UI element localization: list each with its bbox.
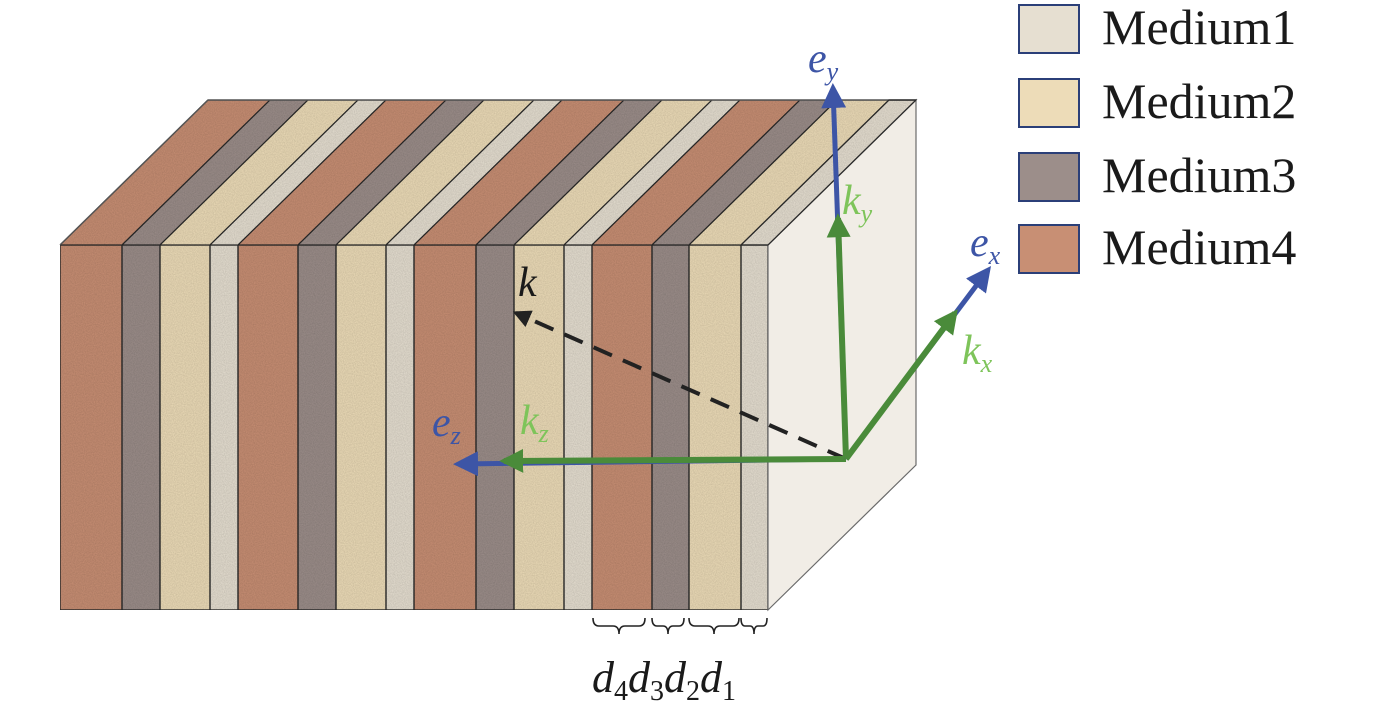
slab-medium3 bbox=[475, 244, 515, 611]
legend-label-medium1: Medium1 bbox=[1102, 0, 1297, 55]
slab-medium3 bbox=[651, 244, 690, 611]
top-edge bbox=[739, 99, 918, 246]
legend-item-medium3: Medium3 bbox=[1018, 147, 1358, 218]
legend-item-medium1: Medium1 bbox=[1018, 0, 1358, 70]
legend-item-medium4: Medium4 bbox=[1018, 219, 1358, 290]
d1-label: d1 bbox=[700, 653, 736, 707]
legend-swatch-medium3 bbox=[1018, 152, 1080, 202]
slab-medium3 bbox=[121, 244, 161, 611]
legend-label-medium2: Medium2 bbox=[1102, 73, 1297, 129]
kz-vector bbox=[499, 448, 847, 473]
brace-d4 bbox=[592, 617, 646, 635]
slab-medium3 bbox=[297, 244, 337, 611]
k-vector bbox=[512, 310, 847, 461]
block-outline bbox=[59, 99, 916, 246]
slab-medium2 bbox=[688, 244, 742, 611]
block-front-face bbox=[59, 99, 916, 611]
thickness-labels: d4d3d2d1 bbox=[592, 652, 736, 708]
thickness-braces bbox=[592, 617, 768, 635]
vectors bbox=[453, 83, 992, 477]
slab-medium2 bbox=[513, 244, 565, 611]
block-top-face bbox=[58, 99, 918, 246]
legend-item-medium2: Medium2 bbox=[1018, 73, 1358, 144]
brace-d1 bbox=[740, 617, 768, 635]
slab-medium4 bbox=[591, 244, 653, 611]
ky-vector bbox=[826, 213, 851, 460]
slab-medium1 bbox=[563, 244, 593, 611]
slab-medium2 bbox=[335, 244, 387, 611]
slab-medium1 bbox=[385, 244, 415, 611]
kz-label: kz bbox=[520, 398, 549, 448]
slab-medium1 bbox=[740, 244, 769, 611]
ky-label: ky bbox=[842, 178, 873, 228]
slab-medium1 bbox=[209, 244, 239, 611]
k-label: k bbox=[518, 260, 537, 306]
slab-medium4 bbox=[59, 244, 123, 611]
ey-label: ey bbox=[808, 36, 839, 86]
legend-label-medium3: Medium3 bbox=[1102, 147, 1297, 203]
legend-label-medium4: Medium4 bbox=[1102, 219, 1297, 275]
d3-label: d3 bbox=[628, 653, 664, 707]
ez-label: ez bbox=[432, 400, 461, 450]
ex-label: ex bbox=[970, 220, 1001, 270]
legend-swatch-medium1 bbox=[1018, 4, 1080, 54]
d4-label: d4 bbox=[592, 653, 628, 707]
legend-swatch-medium4 bbox=[1018, 224, 1080, 274]
kx-label: kx bbox=[962, 328, 993, 378]
slab-medium2 bbox=[159, 244, 211, 611]
brace-d2 bbox=[688, 617, 740, 635]
legend-swatch-medium2 bbox=[1018, 78, 1080, 128]
brace-d3 bbox=[651, 617, 685, 635]
kx-vector bbox=[843, 309, 958, 461]
d2-label: d2 bbox=[664, 653, 700, 707]
slab-medium4 bbox=[237, 244, 299, 611]
